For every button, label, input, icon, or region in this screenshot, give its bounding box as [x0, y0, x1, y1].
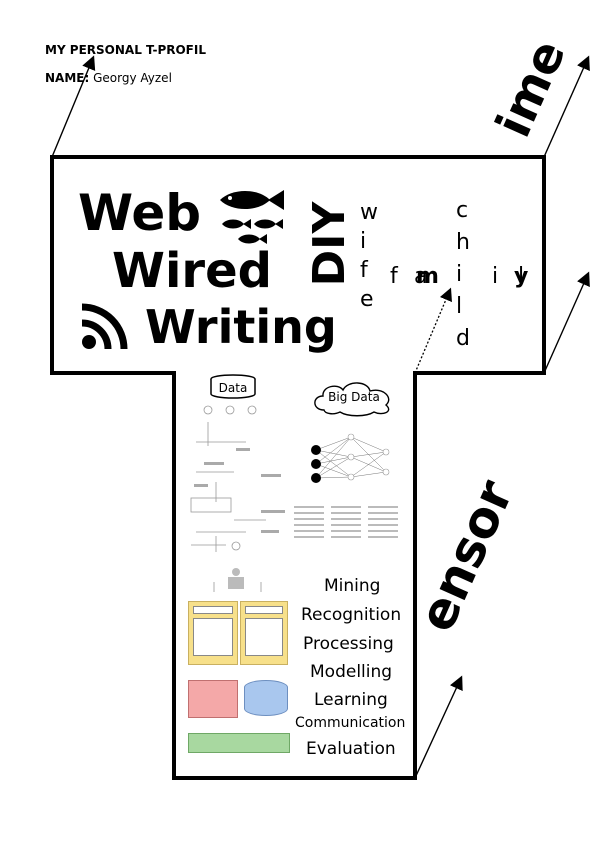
letter-l: l [518, 264, 525, 289]
skill-recognition: Recognition [301, 605, 402, 625]
letter: e [360, 287, 374, 312]
skill-mining: Mining [324, 576, 381, 596]
letter-a: a [414, 264, 428, 289]
arrow-mid-right [543, 271, 590, 374]
letter: f [360, 258, 368, 283]
page-title: MY PERSONAL T-PROFIL [45, 43, 206, 57]
fish-icon [220, 190, 284, 244]
pink-box [188, 680, 238, 718]
letter: i [456, 262, 463, 287]
green-box [188, 733, 290, 753]
blue-cylinder [244, 680, 288, 716]
letter-m: m [416, 264, 439, 289]
skill-learning: Learning [314, 690, 388, 710]
data-label: Data [218, 381, 248, 395]
database-icon [210, 374, 256, 399]
letter: w [360, 200, 378, 225]
dotted-connector [414, 287, 452, 374]
cloud-icon [314, 382, 390, 417]
word-wired: Wired [112, 243, 272, 299]
bigdata-label: Big Data [328, 390, 380, 404]
letter: h [456, 230, 470, 255]
arrow-top-right [543, 55, 590, 158]
yellow-box-left [188, 601, 238, 665]
letter-y: y [514, 264, 529, 289]
word-diy: DIY [304, 201, 355, 287]
process-flowchart [190, 405, 398, 592]
skill-processing: Processing [303, 634, 394, 654]
skill-communication: Communication [295, 715, 406, 731]
word-web: Web [78, 184, 202, 242]
letter: l [456, 294, 463, 319]
word-writing: Writing [145, 300, 337, 354]
name-value: Georgy Ayzel [93, 71, 172, 85]
word-wife: w i f e [360, 202, 378, 311]
word-child: c h i l d [456, 200, 470, 350]
yellow-box-right [240, 601, 288, 665]
letter: i [360, 229, 367, 254]
letter: c [456, 198, 469, 223]
letter-f: f [390, 264, 398, 289]
skill-evaluation: Evaluation [306, 739, 396, 759]
rss-icon [81, 303, 128, 350]
letter-i: i [492, 264, 499, 289]
name-label: NAME: [45, 71, 90, 85]
name-line: NAME: Georgy Ayzel [45, 71, 172, 85]
arrow-top-left [51, 55, 96, 158]
letter: d [456, 326, 470, 351]
arrow-bottom-right [414, 675, 463, 779]
skill-modelling: Modelling [310, 662, 393, 682]
